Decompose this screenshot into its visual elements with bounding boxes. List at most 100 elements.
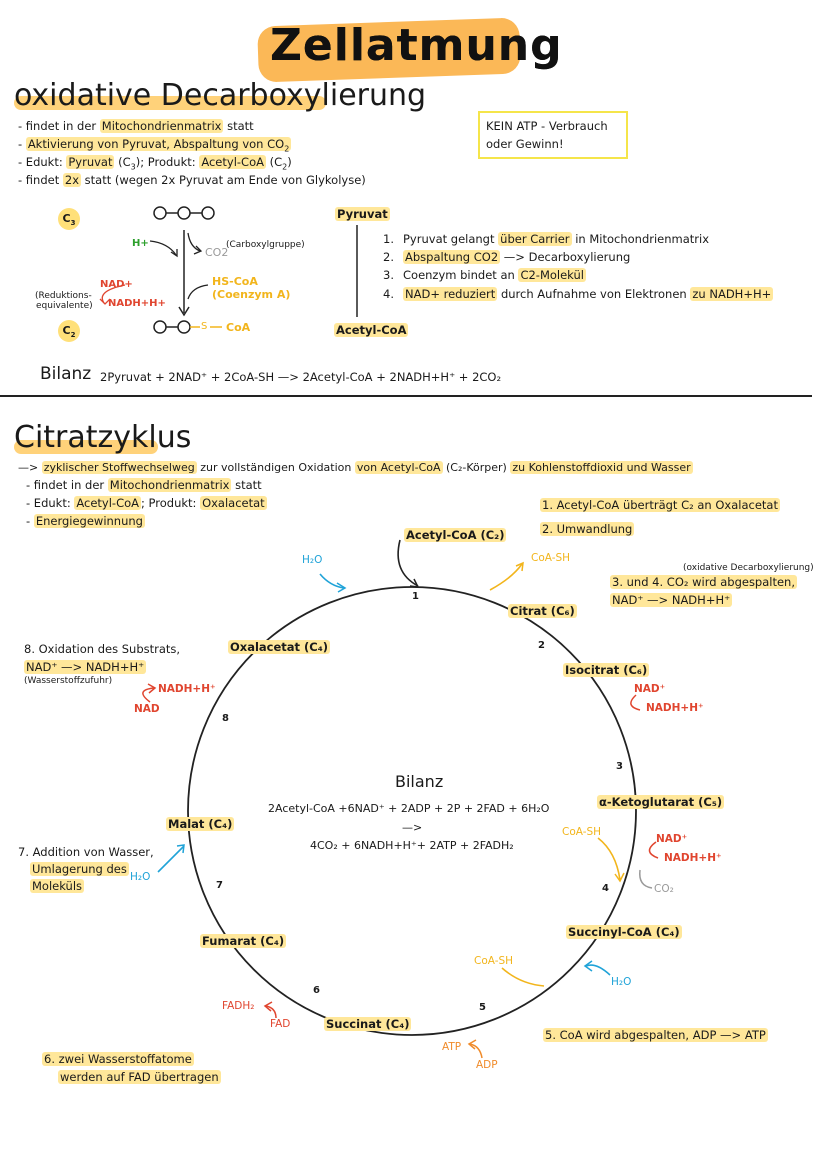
note-step-5: 5. CoA wird abgespalten, ADP —> ATP [543,1028,768,1042]
no-atp-note: KEIN ATP - Verbrauch oder Gewinn! [478,111,628,159]
acetyl-coa-cycle: Acetyl-CoA (C₂) [404,528,507,542]
nad-arrow-l [142,687,155,703]
citrat-intro: —> zyklischer Stoffwechselweg zur vollst… [18,461,693,474]
isocitrat-label: Isocitrat (C₆) [563,663,650,677]
coa-sh-out-1 [489,563,523,591]
oxdec-bullet-4: - findet 2x statt (wegen 2x Pyruvat am E… [18,173,366,187]
heading-highlight [14,96,326,110]
h-plus-arrow [149,240,177,256]
note-step-2: 2. Umwandlung [540,522,635,536]
h2o-in-right [585,964,611,976]
fad-arrow [265,1005,277,1019]
note-step-7b: Umlagerung des [30,862,129,876]
cycle-num-7: 7 [216,880,223,891]
step-1: 1.Pyruvat gelangt über Carrier in Mitoch… [383,232,710,246]
malat-label: Malat (C₄) [166,817,235,831]
cycle-num-2: 2 [538,640,545,651]
note-step-1: 1. Acetyl-CoA überträgt C₂ an Oxalacetat [540,498,780,512]
oxdec-note: (oxidative Decarboxylierung) [683,563,814,573]
heading-highlight-2 [14,440,158,454]
bilanz-2-label: Bilanz [395,772,444,791]
fad-label: FAD [270,1018,291,1030]
coenzym-label: (Coenzym A) [212,288,291,301]
cycle-num-3: 3 [616,761,623,772]
nad-arrow-r1 [630,694,641,711]
note-step-34b: NAD⁺ —> NADH+H⁺ [610,593,733,607]
cycle-num-8: 8 [222,713,229,724]
co2-label: CO2 [205,246,229,259]
bilanz-1-equation: 2Pyruvat + 2NAD⁺ + 2CoA-SH —> 2Acetyl-Co… [100,370,502,384]
oxdec-bullet-3: - Edukt: Pyruvat (C3); Produkt: Acetyl-C… [18,155,292,172]
co2-r: CO₂ [654,883,674,895]
hs-coa-label: HS-CoA [212,275,258,288]
succinyl-label: Succinyl-CoA (C₄) [566,925,682,939]
note-step-6b: werden auf FAD übertragen [58,1070,221,1084]
succinat-label: Succinat (C₄) [324,1017,412,1031]
adp-label: ADP [476,1059,498,1071]
nadh-l: NADH+H⁺ [158,683,216,695]
citrat-bullet-2: - Edukt: Acetyl-CoA; Produkt: Oxalacetat [26,496,267,510]
h2o-r: H₂O [611,976,632,988]
note-step-7c: Moleküls [30,879,85,893]
nad-r2: NAD⁺ [656,833,688,845]
keto-label: α-Ketoglutarat (C₅) [597,795,725,809]
fumarat-label: Fumarat (C₄) [200,934,287,948]
co2-note: (Carboxylgruppe) [226,240,305,250]
coa-sh-out-3 [501,967,545,987]
h2o-top: H₂O [302,554,323,566]
bilanz-2-arrow: —> [402,821,423,834]
atp-label: ATP [442,1041,462,1053]
bilanz-2-line-1: 2Acetyl-CoA +6NAD⁺ + 2ADP + 2P + 2FAD + … [268,802,550,815]
nad-r1: NAD⁺ [634,683,666,695]
nad-label: NAD+ [100,279,133,290]
cycle-num-4: 4 [602,883,609,894]
oxdec-bullet-2: - Aktivierung von Pyruvat, Abspaltung vo… [18,137,292,154]
cycle-num-5: 5 [479,1002,486,1013]
note-step-34a: 3. und 4. CO₂ wird abgespalten, [610,575,798,589]
note-step-6a: 6. zwei Wasserstoffatome [42,1052,194,1066]
cycle-num-1: 1 [412,591,419,602]
nad-l: NAD [134,703,160,715]
coa-arrow [187,284,209,300]
atp-arrow [469,1043,483,1059]
acetyl-molecule [153,320,222,334]
step-4: 4.NAD+ reduziert durch Aufnahme von Elek… [383,287,774,301]
s-label: S [201,321,208,332]
coa-sh-2: CoA-SH [562,826,602,838]
citrat-label: Citrat (C₆) [508,604,577,618]
coa-sh-in-2 [597,837,621,881]
co2-arrow [187,232,201,252]
note-step-8b: NAD⁺ —> NADH+H⁺ [24,660,147,674]
note-step-8c: (Wasserstoffzufuhr) [24,676,113,686]
oxdec-heading: oxidative Decarboxylierung [14,78,427,113]
nadh-label: NADH+H+ [108,298,166,309]
h-plus-label: H+ [132,238,149,249]
coa-label: CoA [226,321,251,334]
citrat-bullet-3: - Energiegewinnung [26,514,145,528]
cycle-num-6: 6 [313,985,320,996]
nadh-r2: NADH+H⁺ [664,852,722,864]
step-2: 2.Abspaltung CO2 —> Decarboxylierung [383,250,631,264]
bilanz-1-label: Bilanz [40,364,92,384]
fadh2-label: FADH₂ [222,1000,255,1012]
section-divider [0,395,812,397]
citrate-cycle [142,539,659,1059]
nad-arrow [101,284,126,304]
coa-sh-3: CoA-SH [474,955,514,967]
note-step-7a: 7. Addition von Wasser, [18,845,154,859]
red-equiv-label-2: equivalente) [36,301,93,311]
oxalacetat-label: Oxalacetat (C₄) [228,640,331,654]
red-equiv-label: (Reduktions- [35,291,92,301]
oxdec-bullet-1: - findet in der Mitochondrienmatrix stat… [18,119,254,133]
page-title: Zellatmung [270,20,563,71]
nad-arrow-r2 [648,841,659,859]
pyruvat-molecule [153,206,215,220]
oxdec-diagram [99,206,358,334]
h2o-in-left [157,845,185,873]
c2-badge: C2 [58,320,80,342]
c3-badge: C3 [58,208,80,230]
nadh-r1: NADH+H⁺ [646,702,704,714]
h2o-l: H₂O [130,871,151,883]
citrat-heading: Citratzyklus [14,420,192,455]
pyruvat-label: Pyruvat [335,207,390,221]
